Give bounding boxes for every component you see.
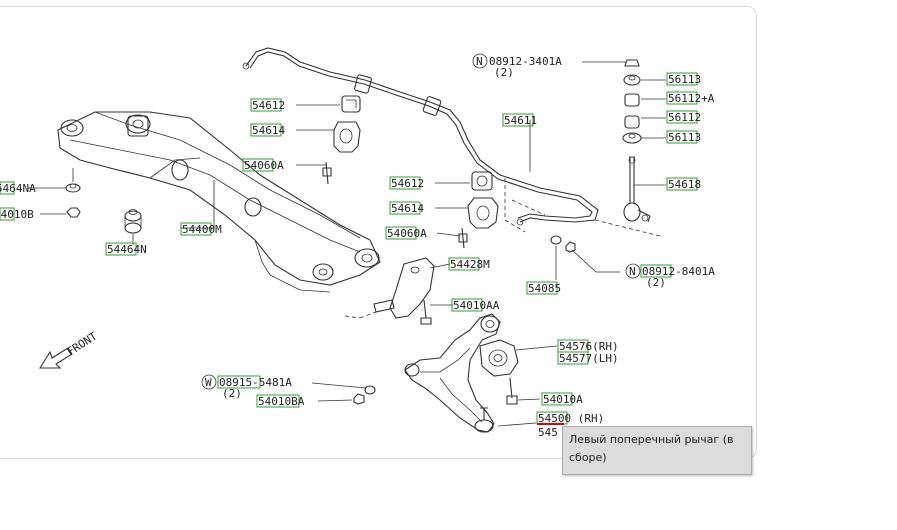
bracket-54428m-drawing — [344, 257, 435, 325]
part-54010b[interactable]: 54010B — [0, 208, 34, 221]
part-54576-rh[interactable]: 54576(RH) — [559, 340, 619, 353]
bushing-bracket-right — [458, 171, 499, 249]
n-mark-bottom: N — [629, 265, 636, 278]
part-56113-upper[interactable]: 56113 — [668, 73, 701, 86]
stabilizer-link-drawing — [550, 59, 651, 253]
subframe-drawing — [57, 111, 381, 293]
lower-arm-drawing — [353, 313, 519, 433]
qty-08915-5481a: (2) — [222, 387, 242, 400]
part-54060a-lower[interactable]: 54060A — [387, 227, 427, 240]
n-mark-top: N — [476, 55, 483, 68]
front-label: FRONT — [65, 329, 100, 358]
part-54464n[interactable]: 54464N — [107, 243, 147, 256]
part-08912-8401a[interactable]: 08912-8401A — [642, 265, 715, 278]
part-5464na[interactable]: 5464NA — [0, 182, 36, 195]
tooltip-line-1: Левый поперечный рычаг (в — [569, 433, 734, 446]
part-08915-5481a[interactable]: 08915-5481A — [219, 376, 292, 389]
part-54577-lh[interactable]: 54577(LH) — [559, 352, 619, 365]
part-54010a[interactable]: 54010A — [543, 393, 583, 406]
part-54614-upper[interactable]: 54614 — [252, 124, 285, 137]
part-545-partial[interactable]: 545 — [538, 426, 558, 439]
part-54085[interactable]: 54085 — [528, 282, 561, 295]
part-56112[interactable]: 56112 — [668, 111, 701, 124]
tooltip-line-2: сборе) — [569, 451, 607, 464]
part-56112a[interactable]: 56112+A — [668, 92, 715, 105]
part-54010ba[interactable]: 54010BA — [258, 395, 305, 408]
part-tooltip: Левый поперечный рычаг (в сборе) — [562, 426, 752, 475]
stabilizer-bar-drawing — [242, 47, 661, 237]
part-54400m[interactable]: 54400M — [182, 223, 222, 236]
diagram-frame — [0, 6, 757, 459]
part-08912-3401a[interactable]: 08912-3401A — [489, 55, 562, 68]
part-54612-lower[interactable]: 54612 — [391, 177, 424, 190]
part-54010aa[interactable]: 54010AA — [453, 299, 500, 312]
part-54618[interactable]: 54618 — [668, 178, 701, 191]
part-54614-lower[interactable]: 54614 — [391, 202, 424, 215]
part-labels: N 08912-3401A (2) 56113 56112+A 56112 56… — [0, 53, 715, 439]
qty-08912-3401a: (2) — [494, 66, 514, 79]
leader-lines — [28, 61, 666, 427]
front-arrow-icon — [39, 347, 73, 369]
bushing-bracket-left — [322, 95, 361, 185]
part-54612-upper[interactable]: 54612 — [252, 99, 285, 112]
part-54500-rh[interactable]: 54500 (RH) — [538, 412, 604, 425]
qty-08912-8401a: (2) — [646, 276, 666, 289]
part-54611[interactable]: 54611 — [504, 114, 537, 127]
part-56113-lower[interactable]: 56113 — [668, 131, 701, 144]
part-54428m[interactable]: 54428M — [450, 258, 490, 271]
part-54060a-upper[interactable]: 54060A — [244, 159, 284, 172]
w-mark: W — [205, 376, 212, 389]
